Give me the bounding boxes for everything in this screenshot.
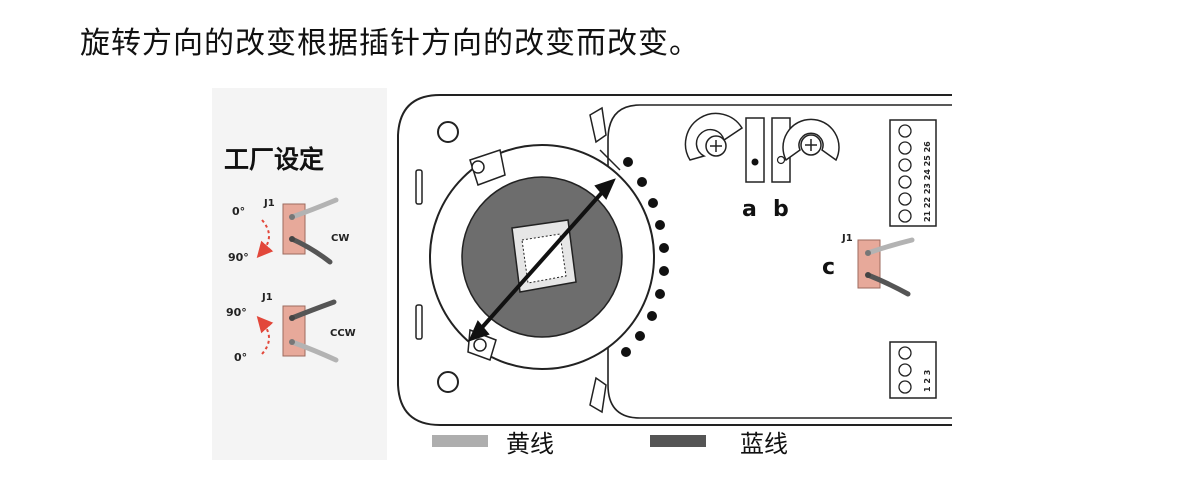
mounting-hole <box>437 121 459 143</box>
terminal-screw <box>898 175 912 189</box>
ccw-connector-label: J1 <box>261 292 273 303</box>
cw-connector-label: J1 <box>263 198 275 209</box>
factory-settings-panel: 工厂设定 J1 0° 90° CW J1 90° 0° CCW <box>212 88 387 460</box>
pin-dot <box>865 272 871 278</box>
blue-wire-label: 蓝线 <box>740 430 788 458</box>
terminal-block-top: 21 22 23 24 25 26 <box>889 119 937 227</box>
terminal-screw <box>898 380 912 394</box>
cam-a-disc <box>684 112 744 161</box>
terminals-bottom-numbers: 1 2 3 <box>923 370 932 392</box>
cw-angle-bottom: 90° <box>228 251 249 264</box>
rotary-tab-hole <box>471 160 485 174</box>
housing-slot <box>415 304 423 340</box>
factory-settings-title: 工厂设定 <box>224 145 324 174</box>
terminal-screw <box>898 363 912 377</box>
cw-direction-label: CW <box>331 233 349 244</box>
ccw-angle-top: 90° <box>226 306 247 319</box>
cw-angle-top: 0° <box>232 205 245 218</box>
label-b: b <box>773 197 789 222</box>
pin-dot <box>865 250 871 256</box>
pin-dot <box>289 315 295 321</box>
arrow-head-up <box>594 178 616 200</box>
gear-tooth <box>648 198 658 208</box>
gear-teeth <box>621 157 669 357</box>
terminal-block-top-frame <box>889 119 937 227</box>
cw-setting: J1 0° 90° CW <box>228 197 349 265</box>
gear-tooth <box>637 177 647 187</box>
cw-rotation-arrow <box>256 219 274 259</box>
blue-wire-swatch <box>650 435 706 447</box>
rotary-tab-hole <box>473 338 487 352</box>
gear-tooth <box>655 289 665 299</box>
yellow-wire <box>865 237 915 256</box>
gear-tooth <box>655 220 665 230</box>
actuator-housing: a b J1 c 21 22 23 24 25 26 <box>397 94 952 426</box>
terminal-screw <box>898 124 912 138</box>
terminals-top-numbers: 21 22 23 24 25 26 <box>923 141 932 222</box>
blue-wire <box>865 272 911 297</box>
terminal-block-bottom: 1 2 3 <box>889 341 937 399</box>
terminal-block-bottom-frame <box>889 341 937 399</box>
terminal-screw <box>898 346 912 360</box>
gear-tooth <box>635 331 645 341</box>
panel-background <box>212 88 387 460</box>
plate-edge-line <box>599 149 621 171</box>
pin-dot <box>289 214 295 220</box>
housing-clip <box>589 106 607 144</box>
rotation-axis-line <box>476 186 608 334</box>
yellow-wire-swatch <box>432 435 488 447</box>
housing-clip <box>589 376 607 414</box>
wire-legend: 黄线 蓝线 <box>432 430 788 458</box>
terminal-screw <box>898 158 912 172</box>
terminal-screw <box>898 209 912 223</box>
label-c: c <box>822 255 835 280</box>
blue-wire <box>289 299 337 321</box>
yellow-wire <box>289 197 339 220</box>
blue-wire <box>289 236 333 265</box>
mounting-hole <box>437 371 459 393</box>
yellow-wire <box>289 339 339 363</box>
connector-c: J1 c <box>822 233 915 297</box>
switch-a <box>745 117 765 183</box>
pin-dot <box>289 236 295 242</box>
ccw-rotation-arrow <box>256 315 274 355</box>
yellow-wire-label: 黄线 <box>506 430 554 458</box>
switch-a-contact <box>751 158 759 166</box>
connector-c-label: J1 <box>841 233 853 244</box>
gear-tooth <box>621 347 631 357</box>
ccw-setting: J1 90° 0° CCW <box>226 292 356 364</box>
gear-tooth <box>647 311 657 321</box>
switch-b-contact <box>776 155 786 165</box>
ccw-direction-label: CCW <box>330 328 356 339</box>
housing-slot <box>415 169 423 205</box>
gear-tooth <box>659 243 669 253</box>
cam-a <box>684 112 765 183</box>
cam-b-disc <box>782 118 840 162</box>
label-a: a <box>742 197 757 222</box>
terminal-screw <box>898 141 912 155</box>
gear-tooth <box>659 266 669 276</box>
gear-tooth <box>623 157 633 167</box>
cam-b <box>771 117 840 183</box>
page-title: 旋转方向的改变根据插针方向的改变而改变。 <box>80 26 700 61</box>
terminal-screw <box>898 192 912 206</box>
arrow-head-down <box>468 320 490 342</box>
rotary-tab <box>469 149 506 186</box>
pin-dot <box>289 339 295 345</box>
ccw-angle-bottom: 0° <box>234 351 247 364</box>
